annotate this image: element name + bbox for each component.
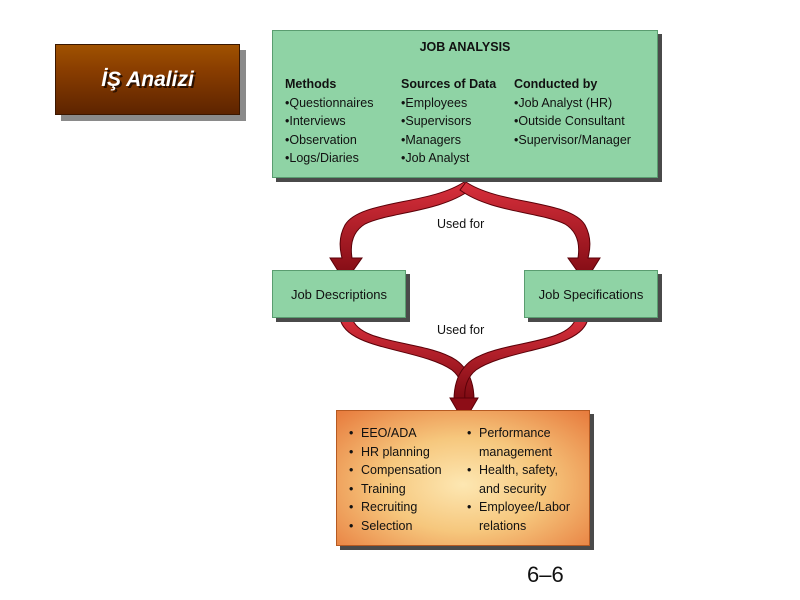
methods-column: Methods •Questionnaires •Interviews •Obs… (285, 75, 373, 168)
list-item: •Interviews (285, 114, 346, 128)
list-item: •Performance (467, 426, 551, 440)
list-item: •Managers (401, 132, 461, 147)
page-number: 6–6 (527, 562, 564, 587)
list-item: •Compensation (349, 463, 442, 477)
list-item: relations (479, 518, 527, 533)
conducted-by-column: Conducted by •Job Analyst (HR) •Outside … (514, 75, 631, 149)
list-item: •Logs/Diaries (285, 151, 359, 165)
list-item: •Job Analyst (HR) (514, 95, 613, 110)
list-item: and security (479, 481, 547, 496)
list-item: •EEO/ADA (349, 426, 417, 440)
slide-title: İŞ Analizi (101, 67, 194, 91)
list-item: •Selection (349, 518, 413, 533)
list-item: •Recruiting (349, 500, 418, 514)
list-item: •Employees (401, 95, 468, 110)
list-item: •Supervisor/Manager (514, 132, 631, 147)
used-for-label-bottom: Used for (437, 323, 485, 337)
job-descriptions-box: Job Descriptions (272, 270, 406, 318)
uses-left-column: •EEO/ADA •HR planning •Compensation •Tra… (349, 424, 442, 535)
list-item: •Observation (285, 132, 357, 147)
list-item: •Outside Consultant (514, 114, 625, 128)
arrow-to-job-specifications (459, 181, 601, 283)
job-descriptions-label: Job Descriptions (290, 286, 388, 302)
job-analysis-box: JOB ANALYSIS Methods •Questionnaires •In… (272, 30, 658, 178)
list-item: •Job Analyst (401, 151, 470, 165)
uses-right-column: •Performance management •Health, safety,… (467, 424, 570, 535)
sources-column: Sources of Data •Employees •Supervisors … (401, 75, 496, 168)
job-analysis-title: JOB ANALYSIS (419, 40, 511, 54)
job-specifications-box: Job Specifications (524, 270, 658, 318)
column-header: Conducted by (514, 77, 598, 91)
list-item: •Supervisors (401, 114, 472, 128)
used-for-label-top: Used for (437, 217, 485, 231)
list-item: •Employee/Labor (467, 500, 571, 514)
list-item: •Questionnaires (285, 95, 374, 110)
arrow-to-job-descriptions (329, 181, 471, 283)
list-item: management (479, 444, 552, 459)
column-header: Methods (285, 77, 337, 91)
job-specifications-label: Job Specifications (538, 286, 644, 302)
list-item: •Training (349, 481, 406, 496)
uses-box: •EEO/ADA •HR planning •Compensation •Tra… (336, 410, 590, 546)
list-item: •HR planning (349, 444, 430, 459)
slide-title-box: İŞ Analizi (55, 44, 240, 115)
column-header: Sources of Data (401, 77, 497, 91)
list-item: •Health, safety, (467, 463, 558, 477)
